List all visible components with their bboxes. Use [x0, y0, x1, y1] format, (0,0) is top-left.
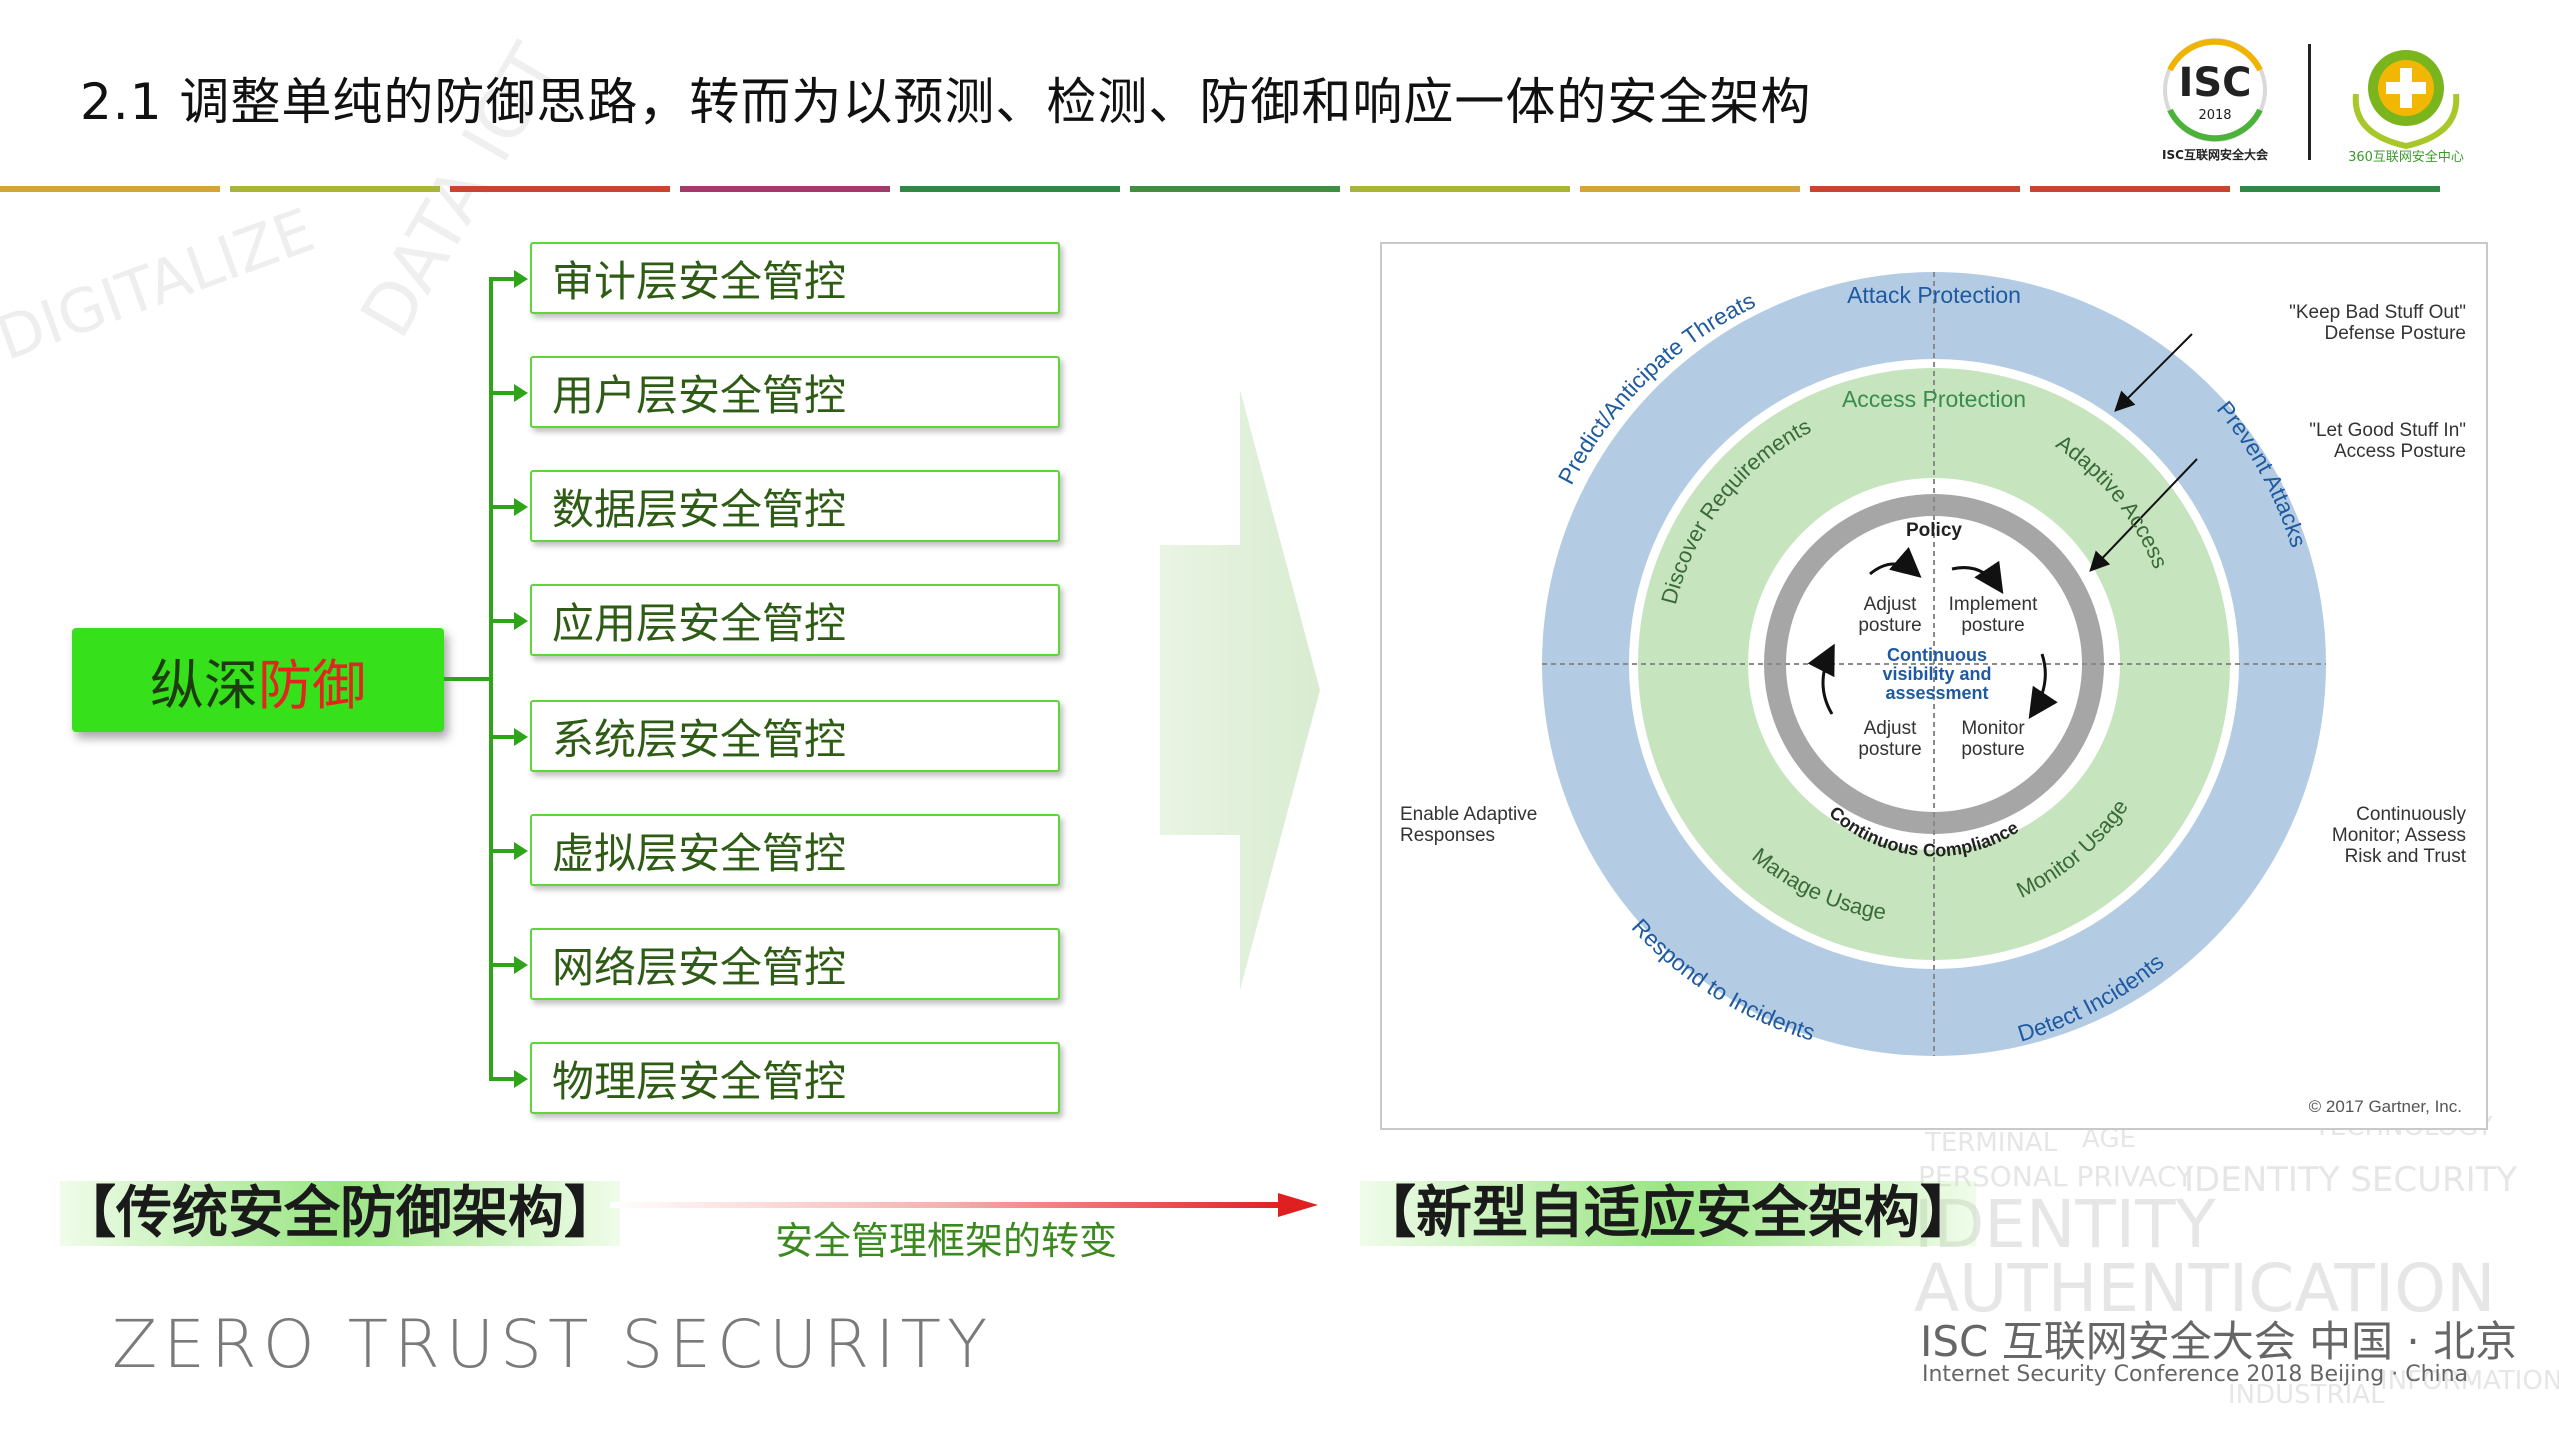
adaptive-architecture-text: 【新型自适应安全架构】 [1360, 1181, 1976, 1246]
core-center-line: Continuous [1887, 645, 1987, 665]
quadrant-text: posture [1858, 739, 1922, 760]
layer-virtual: 虚拟层安全管控 [530, 814, 1060, 886]
defense-in-depth-label: 纵深 [150, 653, 258, 717]
note-line: Continuously [2356, 804, 2466, 825]
note-line: Monitor; Assess [2331, 825, 2466, 846]
watermark-right-8: INDUSTRIAL [2228, 1380, 2385, 1410]
watermark-right-4: IDENTITY SECURITY [2184, 1160, 2518, 1200]
isc-conference-en: Internet Security Conference 2018 Beijin… [1922, 1362, 2469, 1387]
core-center-line: assessment [1885, 683, 1989, 703]
isc-logo: ISC 2018 ISC互联网安全大会 [2150, 30, 2280, 166]
note-line: Enable Adaptive [1400, 804, 1538, 825]
isc-logo-year: 2018 [2198, 108, 2232, 123]
note-line: Risk and Trust [2344, 846, 2466, 867]
quadrant-text: posture [1858, 615, 1922, 636]
isc-conference-cn: ISC 互联网安全大会 中国 · 北京 [1920, 1317, 2518, 1366]
core-center-line: visibility and [1882, 664, 1992, 684]
transition-arrow [610, 1190, 1320, 1220]
copyright: © 2017 Gartner, Inc. [2308, 1097, 2462, 1116]
quadrant-text: posture [1961, 615, 2025, 636]
tree-connector-horizontal [444, 677, 492, 681]
quadrant-text: Implement [1948, 594, 2038, 615]
isc-logo-text: ISC [2178, 60, 2252, 106]
tree-branch-arrow [514, 612, 528, 630]
layer-audit: 审计层安全管控 [530, 242, 1060, 314]
tree-branch-arrow [514, 498, 528, 516]
defense-in-depth-box: 纵深防御 [72, 628, 444, 732]
note-let-good-stuff-in: "Let Good Stuff In"Access Posture [2250, 420, 2466, 462]
tree-branch-arrow [514, 842, 528, 860]
tree-branch [489, 277, 515, 281]
policy-label: Policy [1906, 520, 1962, 541]
logo-divider [2308, 44, 2311, 160]
transition-label: 安全管理框架的转变 [775, 1219, 1118, 1263]
note-line: "Keep Bad Stuff Out" [2289, 302, 2466, 323]
tree-branch [489, 963, 515, 967]
quadrant-text: Adjust [1863, 718, 1917, 739]
tree-branch [489, 505, 515, 509]
note-line: Access Posture [2334, 441, 2466, 462]
tree-branch-arrow [514, 384, 528, 402]
watermark-upper-left: DIGITALIZE [0, 195, 324, 375]
traditional-architecture-caption: 【传统安全防御架构】 [60, 1168, 620, 1249]
note-keep-bad-stuff-out: "Keep Bad Stuff Out"Defense Posture [2250, 302, 2466, 344]
adaptive-architecture-caption: 【新型自适应安全架构】 [1360, 1168, 1976, 1249]
360-logo: 360互联网安全中心 [2336, 34, 2476, 165]
tree-branch-arrow [514, 1070, 528, 1088]
tree-branch [489, 619, 515, 623]
quadrant-text: Adjust [1863, 594, 1917, 615]
layer-data: 数据层安全管控 [530, 470, 1060, 542]
defense-in-depth-highlight: 防御 [258, 653, 366, 717]
quadrant-text: posture [1961, 739, 2025, 760]
layer-application: 应用层安全管控 [530, 584, 1060, 656]
note-line: Responses [1400, 825, 1496, 846]
tree-branch [489, 735, 515, 739]
zero-trust-title: ZERO TRUST SECURITY [112, 1306, 994, 1383]
header-color-bar [0, 186, 2559, 192]
tree-connector-vertical [489, 277, 493, 1079]
layer-network: 网络层安全管控 [530, 928, 1060, 1000]
tree-branch [489, 1077, 515, 1081]
tree-branch-arrow [514, 270, 528, 288]
transition-big-arrow [1160, 390, 1320, 990]
tree-branch [489, 849, 515, 853]
isc-logo-caption: ISC互联网安全大会 [2162, 148, 2268, 162]
traditional-architecture-text: 【传统安全防御架构】 [60, 1181, 620, 1246]
tree-branch-arrow [514, 956, 528, 974]
tree-branch-arrow [514, 728, 528, 746]
layer-system: 系统层安全管控 [530, 700, 1060, 772]
watermark-right-7: AUTHENTICATION [1914, 1250, 2496, 1327]
attack-protection-label: Attack Protection [1847, 282, 2021, 308]
note-line: "Let Good Stuff In" [2309, 420, 2466, 441]
tree-branch [489, 391, 515, 395]
watermark-right-1: TERMINAL [1925, 1128, 2058, 1158]
360-logo-caption: 360互联网安全中心 [2348, 150, 2464, 165]
access-protection-label: Access Protection [1841, 386, 2027, 412]
note-line: Defense Posture [2324, 323, 2466, 344]
quadrant-text: Monitor [1961, 718, 2025, 739]
layer-physical: 物理层安全管控 [530, 1042, 1060, 1114]
layer-user: 用户层安全管控 [530, 356, 1060, 428]
adaptive-security-diagram: Predict/Anticipate Threats Prevent Attac… [1380, 242, 2488, 1130]
watermark-right-9: INFORMATION [2380, 1366, 2559, 1396]
slide-title: 2.1 调整单纯的防御思路，转而为以预测、检测、防御和响应一体的安全架构 [80, 73, 1812, 131]
